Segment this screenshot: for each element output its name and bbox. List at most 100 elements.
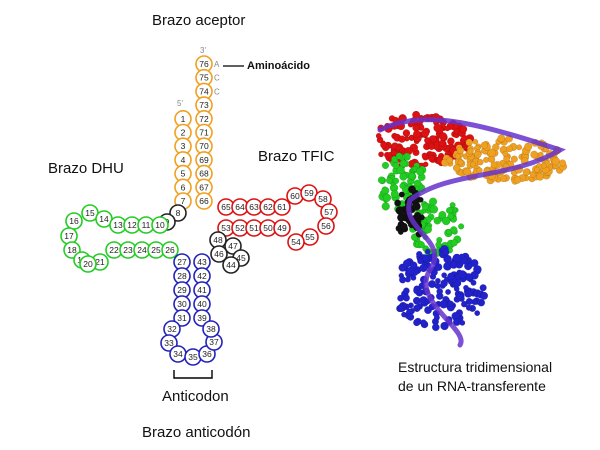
model-red-atom-133: [412, 110, 421, 119]
variable-nt-47-text: 47: [228, 241, 238, 251]
model-green-atom-63: [399, 183, 406, 190]
model-orange-atom-147: [490, 161, 498, 169]
tfic-nt-64-text: 64: [235, 202, 245, 212]
model-green-2-atom-55: [441, 216, 451, 226]
model-blue-atom-83: [416, 288, 423, 295]
model-green-2-atom-61: [445, 207, 453, 214]
model-blue-atom-73: [463, 284, 469, 291]
tfic-nt-57-text: 57: [324, 207, 334, 217]
variable-nt-45-text: 45: [236, 253, 246, 263]
model-blue-atom-163: [459, 319, 466, 326]
anticodon-label: Anticodon: [162, 388, 229, 405]
acceptor-arm-label: Brazo aceptor: [152, 12, 246, 29]
dhu-nt-20-text: 20: [83, 259, 93, 269]
tfic-nt-54: [287, 233, 305, 251]
model-blue-atom-162: [480, 291, 489, 300]
variable-nt-47: [224, 237, 242, 255]
model-blue-atom-168: [457, 270, 467, 279]
model-red-atom-116: [402, 129, 411, 137]
tfic-nt-54-text: 54: [291, 237, 301, 247]
anticodon-nt-42-text: 42: [197, 271, 207, 281]
model-blue-atom-121: [399, 276, 407, 284]
model-green-atom-64: [385, 177, 393, 184]
model-black-atom-23: [408, 185, 416, 194]
model-black-atom-38: [397, 213, 406, 222]
anticodon-nt-38: [202, 320, 220, 338]
model-orange-atom-119: [466, 147, 474, 155]
amino-acid-label: Aminoácido: [247, 60, 310, 72]
model-orange-atom-138: [540, 162, 547, 169]
anticodon-nt-41-text: 41: [197, 285, 207, 295]
acceptor-nt-76-text: 76: [199, 59, 209, 69]
model-orange-atom-70: [492, 143, 500, 151]
model-red-atom-11: [378, 151, 385, 158]
model-blue-atom-147: [413, 318, 421, 327]
anticodon-nt-29-text: 29: [177, 285, 187, 295]
acceptor-nt-71-text: 71: [199, 128, 209, 138]
model-blue-atom-60: [413, 304, 421, 313]
acceptor-nt-7-text: 7: [181, 196, 186, 206]
dhu-arm-label: Brazo DHU: [48, 160, 124, 177]
anticodon-nt-33-text: 33: [164, 338, 174, 348]
acceptor-nt-6-text: 6: [181, 182, 186, 192]
acceptor-nt-70-text: 70: [199, 141, 209, 151]
anticodon-nt-38-text: 38: [206, 324, 216, 334]
model-orange-atom-89: [470, 161, 477, 168]
model-red-atom-124: [421, 129, 430, 138]
model-black-atom-35: [397, 229, 404, 235]
dhu-nt-10: [151, 216, 169, 234]
anticodon-nt-27-text: 27: [177, 257, 187, 267]
model-blue-atom-74: [403, 287, 410, 295]
model-green-atom-56: [392, 177, 400, 185]
model-green-atom-43: [399, 172, 408, 181]
model-green-2-atom-43: [433, 216, 442, 225]
model-red-atom-118: [398, 135, 406, 143]
three-prime-label: 3': [200, 46, 206, 55]
model-green-2-atom-53: [450, 239, 458, 247]
acceptor-nt-74-text: 74: [199, 86, 209, 96]
model-blue-atom-99: [434, 282, 441, 290]
acceptor-tail-letter-2: C: [214, 87, 220, 96]
model-orange-atom-90: [465, 138, 473, 147]
model-blue-atom-71: [441, 272, 448, 279]
model-orange-atom-139: [513, 176, 522, 184]
tfic-nt-53-text: 53: [221, 223, 231, 233]
model-black-atom-28: [398, 191, 405, 198]
model-orange-atom-123: [503, 155, 510, 163]
model-green-atom-42: [381, 161, 390, 170]
dhu-nt-22-text: 22: [109, 245, 119, 255]
model-red-atom-129: [380, 141, 388, 149]
model-blue-atom-169: [441, 248, 450, 257]
anticodon-nt-37-text: 37: [209, 337, 219, 347]
tfic-arm-label: Brazo TFIC: [258, 148, 335, 165]
model-green-2-atom-66: [435, 241, 442, 248]
caption-line-2: de un RNA-transferente: [398, 378, 546, 394]
acceptor-nt-68-text: 68: [199, 169, 209, 179]
model-green-2-atom-29: [450, 226, 458, 234]
model-blue-atom-160: [452, 253, 462, 263]
anticodon-nt-28-text: 28: [177, 271, 187, 281]
model-blue-atom-140: [453, 285, 460, 292]
model-green-atom-26: [395, 152, 403, 160]
acceptor-tail-letter-1: C: [214, 74, 220, 83]
model-orange-atom-146: [534, 166, 541, 173]
model-green-atom-62: [408, 172, 416, 180]
model-orange-atom-120: [487, 148, 497, 158]
model-blue-atom-136: [406, 313, 415, 321]
model-blue-atom-113: [433, 314, 440, 321]
dhu-nt-10-text: 10: [155, 220, 165, 230]
acceptor-nt-1-text: 1: [181, 114, 186, 124]
model-blue-atom-103: [402, 294, 410, 302]
model-green-atom-65: [383, 193, 392, 202]
model-black-atom-10: [394, 199, 402, 207]
dhu-nt-12-text: 12: [127, 220, 137, 230]
model-blue-atom-112: [406, 266, 415, 276]
model-green-atom-1: [391, 155, 399, 163]
anticodon-nt-31-text: 31: [177, 313, 187, 323]
model-blue-atom-149: [447, 272, 455, 281]
dhu-nt-15-text: 15: [85, 208, 95, 218]
dhu-nt-26: [161, 241, 179, 259]
dhu-nt-24-text: 24: [137, 245, 147, 255]
anticodon-nt-35-text: 35: [188, 352, 198, 362]
